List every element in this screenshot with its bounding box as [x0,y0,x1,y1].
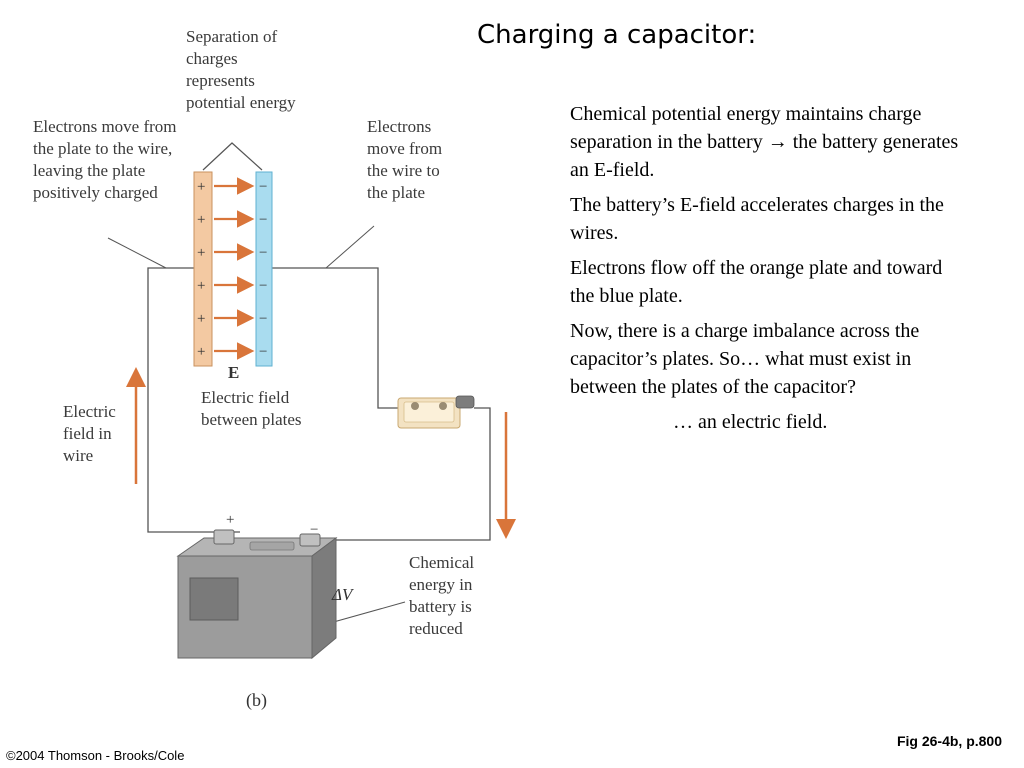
wire-right-top [272,267,404,409]
minus-sign: − [259,344,267,360]
plate-field-arrows [214,177,255,360]
plus-sign: + [197,311,205,327]
left-electron-label: Electrons move from the plate to the wir… [33,117,177,202]
blue-plate [255,171,273,367]
battery-energy-label: Chemical energy in battery is reduced [409,553,475,638]
minus-sign: − [259,245,267,261]
right-electron-label: Electrons move from the wire to the plat… [367,117,443,202]
minus-sign: − [259,278,267,294]
separation-label: Separation of charges represents potenti… [186,27,296,112]
plus-sign: + [197,179,205,195]
explanation-text: Chemical potential energy maintains char… [570,100,970,443]
paragraph-4: Now, there is a charge imbalance across … [570,320,920,398]
battery-plus-terminal: + [226,512,234,528]
circuit-diagram: + + + + + + − − − − − − E [107,142,516,711]
switch-component [397,395,475,429]
plus-sign: + [197,344,205,360]
capacitor-circuit-figure: + + + + + + − − − − − − E [33,27,516,711]
wire-left [147,267,240,533]
plus-sign: + [197,212,205,228]
plus-sign: + [197,278,205,294]
battery [176,529,338,660]
plus-sign: + [197,245,205,261]
minus-sign: − [259,179,267,195]
answer-text: … an electric field. [673,411,828,433]
paragraph-3: Electrons flow off the orange plate and … [570,257,943,307]
orange-plate [193,171,213,367]
wire-field-label: Electric field in wire [63,402,116,465]
e-field-symbol: E [228,363,239,382]
plate-minus-signs: − − − − − − [259,179,267,360]
paragraph-1: Chemical potential energy maintains char… [570,103,959,181]
separation-bracket [202,142,263,171]
electric-field-label: Electric field between plates [201,388,302,429]
wire-right-bottom [318,407,491,541]
minus-sign: − [259,212,267,228]
right-label-leader [325,225,375,269]
copyright-notice: ©2004 Thomson - Brooks/Cole [6,748,185,763]
delta-v-symbol: ΔV [331,585,355,604]
minus-sign: − [259,311,267,327]
left-label-leader [107,237,167,269]
battery-minus-terminal: − [310,522,318,538]
panel-label: (b) [246,690,267,711]
plate-plus-signs: + + + + + + [197,179,205,360]
slide-title: Charging a capacitor: [477,20,757,50]
paragraph-2: The battery’s E-field accelerates charge… [570,194,944,244]
figure-reference: Fig 26-4b, p.800 [896,733,1002,749]
